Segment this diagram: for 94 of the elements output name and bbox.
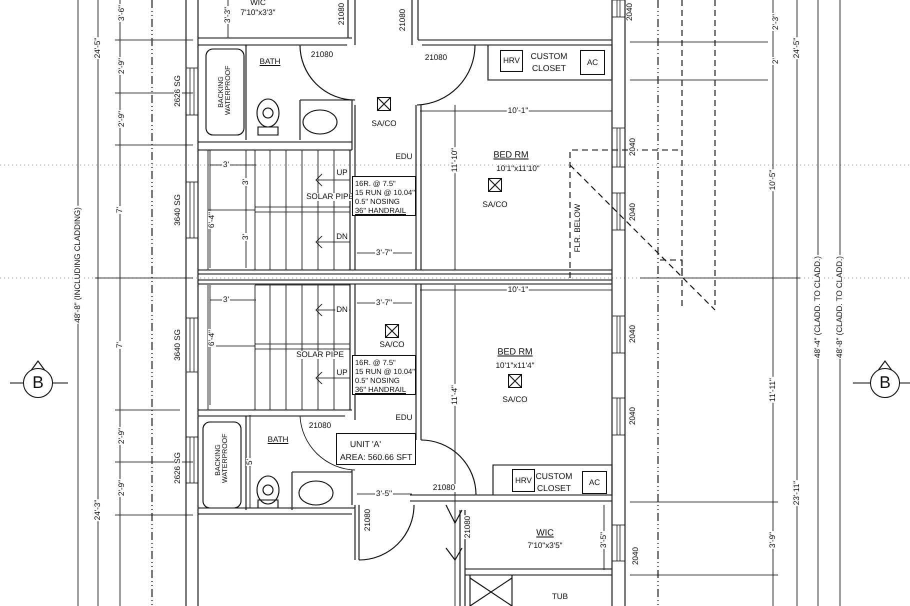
fixture-label: SA/CO — [370, 120, 398, 128]
dimension-label: 3'-7" — [375, 299, 393, 307]
dimension-label: 2'-9" — [118, 110, 126, 128]
dimension-label: 7' — [116, 206, 124, 214]
dimension-label: 2'-9" — [118, 57, 126, 75]
window-tag: 2040 — [629, 137, 637, 157]
section-letter: B — [879, 373, 891, 393]
window-tag: 2040 — [626, 2, 634, 22]
window-tag: 2040 — [629, 324, 637, 344]
fixture-label: DN — [335, 233, 349, 241]
area-label: AREA: 560.66 SFT — [340, 450, 412, 464]
section-marker — [23, 368, 53, 398]
fixture-label: EDU — [394, 153, 414, 161]
grid-dimension-label: 48'-8" (INCLUDING CLADDING) — [74, 206, 82, 324]
dimension-label: 3' — [222, 296, 230, 304]
dimension-label: 24'-5" — [793, 36, 801, 60]
window-tag: 2040 — [629, 202, 637, 222]
unit-area-box — [336, 433, 416, 465]
room-size: 7'10"x3'5" — [526, 542, 564, 550]
fixture-label: UP — [335, 169, 349, 177]
window-tag: 2626 SG — [174, 451, 182, 485]
dimension-label: 10'-1" — [506, 107, 530, 115]
dimension-label: 23'-11" — [793, 480, 801, 506]
stair-note-box — [352, 176, 416, 216]
dimension-label: 3'-9" — [769, 531, 777, 549]
dimension-label: 3'-5" — [375, 490, 393, 498]
door-tag: 21080 — [432, 484, 456, 492]
room-name: WIC — [535, 528, 555, 538]
fixture-label: TUB — [551, 593, 569, 601]
dimension-label: 7' — [116, 341, 124, 349]
room-size: 10'1"x11'10" — [495, 165, 541, 173]
room-size: 10'1"x11'4" — [494, 362, 536, 370]
door-tag: 21080 — [338, 2, 346, 26]
dimension-label: 2'-9" — [118, 427, 126, 445]
dimension-label: 11'-10" — [451, 146, 459, 174]
fixture-label: SA/CO — [378, 341, 406, 349]
door-tag: 21080 — [310, 51, 334, 59]
dimension-label: 2'-9" — [118, 479, 126, 497]
dimension-label: 11'-11" — [769, 377, 777, 403]
dimension-label: 6'-4" — [208, 211, 216, 229]
door-tag: 21080 — [464, 514, 472, 540]
door-tag: 21080 — [364, 508, 372, 532]
door-tag: 21080 — [399, 8, 407, 32]
dimension-label: 3' — [242, 233, 250, 241]
door-tag: 21080 — [308, 422, 332, 430]
dimension-label: 3'-5" — [600, 531, 608, 549]
fixture-label: SA/CO — [482, 201, 508, 209]
dimension-label: 6'-4" — [208, 329, 216, 347]
dimension-label: 3'-7" — [375, 249, 393, 257]
dimension-label: 3'-3" — [224, 6, 232, 24]
window-tag: 2040 — [629, 406, 637, 426]
equipment-box — [500, 50, 523, 72]
room-name: BED RM — [496, 348, 534, 356]
equipment-box — [580, 50, 605, 75]
equipment-label: HRV — [515, 476, 532, 486]
equipment-label: HRV — [503, 56, 520, 66]
door-tag: 21080 — [424, 54, 448, 62]
room-name: BATH — [266, 436, 290, 444]
dimension-label: 24'-3" — [94, 498, 102, 522]
equipment-label: AC — [586, 58, 598, 68]
window-tag: 3640 SG — [174, 193, 182, 227]
dimension-label: 10'-1" — [506, 286, 530, 294]
note-text: FLR. BELOW — [574, 202, 582, 254]
dimension-label: 3' — [222, 161, 230, 169]
equipment-box — [512, 469, 535, 492]
room-name: CUSTOM CLOSET — [534, 471, 574, 495]
dimension-label: 5' — [246, 458, 254, 466]
fixture-label: SOLAR PIPE — [295, 351, 345, 359]
window-tag: 2626 SG — [174, 74, 182, 108]
grid-dimension-label: 48'-8" (CLADD. TO CLADD.) — [836, 255, 844, 359]
dimension-label: 2' — [772, 57, 780, 65]
equipment-box — [582, 471, 607, 494]
dimension-label: 2'-3" — [772, 13, 780, 31]
dimension-label: 11'-4" — [451, 384, 459, 406]
dimension-label: 24'-5" — [94, 36, 102, 60]
window-tag: 3640 SG — [174, 328, 182, 362]
dimension-label: 3' — [242, 178, 250, 186]
room-name: BATH — [258, 58, 282, 66]
room-name: CUSTOM CLOSET — [530, 51, 568, 75]
fixture-label: UP — [335, 369, 349, 377]
fixture-label: DN — [335, 306, 349, 314]
fixture-label: EDU — [394, 414, 414, 422]
dimension-label: 10'-5" — [769, 168, 777, 192]
room-size: 7'10"x3'3" — [240, 9, 276, 17]
section-letter: B — [32, 373, 44, 393]
fixture-label: SA/CO — [502, 396, 528, 404]
section-marker — [870, 368, 900, 398]
unit-name: UNIT 'A' — [349, 438, 382, 451]
window-tag: 2040 — [632, 546, 640, 566]
stair-note-box — [352, 355, 416, 395]
dimension-label: 3'-6" — [118, 4, 126, 22]
equipment-label: AC — [588, 478, 600, 488]
grid-dimension-label: 48'-4" (CLADD. TO CLADD.) — [814, 255, 822, 359]
room-name: BED RM — [492, 150, 530, 160]
